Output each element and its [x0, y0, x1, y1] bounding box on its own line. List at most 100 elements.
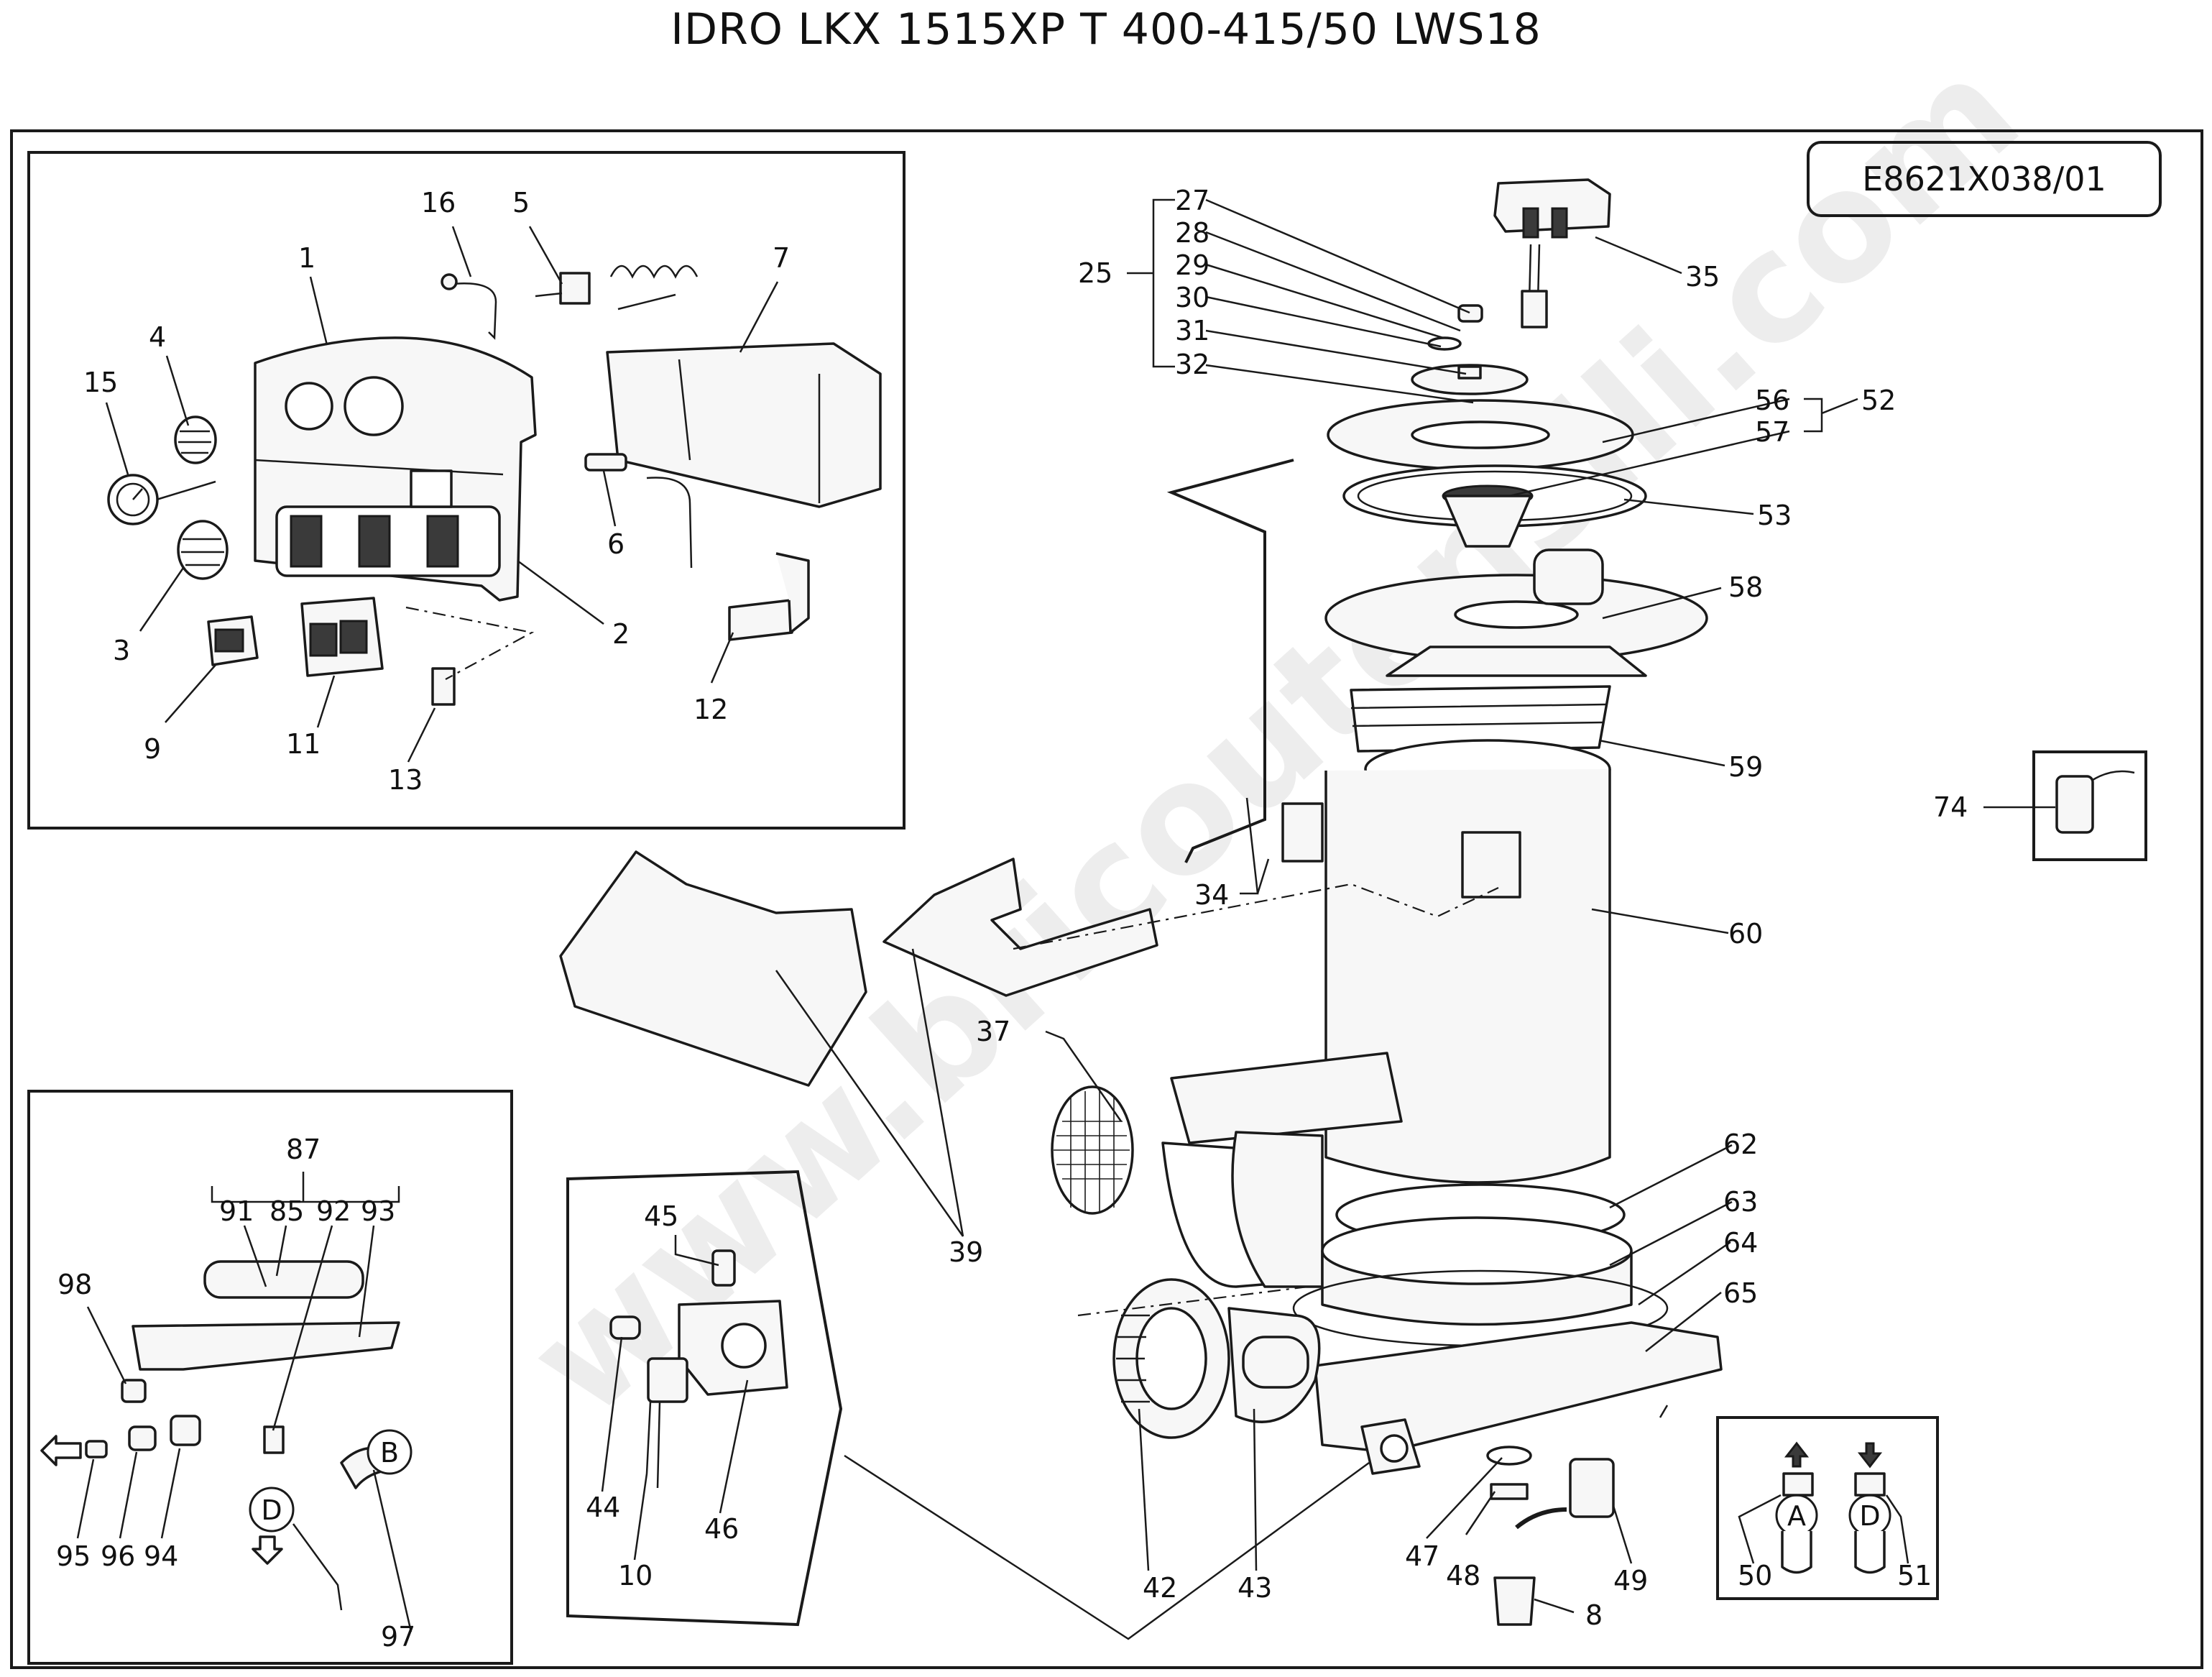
valve-inset-frame	[1716, 1416, 1939, 1600]
pump-46	[678, 1300, 788, 1396]
pressure-gauge-15	[107, 474, 216, 525]
diffuser-57	[1442, 484, 1534, 548]
thermostat-knob-3	[177, 520, 229, 580]
label-93: 93	[361, 1195, 395, 1227]
flow-arrow-down-d	[1857, 1442, 1883, 1469]
valve-91	[203, 1260, 364, 1299]
label-63: 63	[1723, 1186, 1758, 1218]
seal-47	[1486, 1446, 1532, 1466]
solenoid-coil-10	[645, 1357, 688, 1489]
switch-9	[207, 615, 259, 666]
flow-arrow-up-a	[1784, 1441, 1810, 1468]
disc-56	[1327, 399, 1634, 471]
motor-43	[1227, 1307, 1321, 1423]
washer-29-30	[1427, 336, 1462, 351]
label-91: 91	[219, 1195, 254, 1227]
label-12: 12	[693, 694, 728, 725]
label-87: 87	[286, 1134, 321, 1165]
oil-connection-inset-frame	[27, 1090, 513, 1665]
sensor-probe-16	[441, 273, 497, 340]
label-62: 62	[1723, 1129, 1758, 1160]
label-13: 13	[388, 764, 423, 796]
label-56: 56	[1755, 385, 1789, 416]
connector-6	[584, 453, 627, 472]
ref-code-box	[1807, 141, 2162, 217]
assembly-line-main	[1013, 883, 1499, 950]
label-6: 6	[607, 528, 625, 560]
flow-arrow-inlet-left	[40, 1435, 82, 1466]
label-10-pump: 10	[618, 1560, 653, 1591]
label-46: 46	[704, 1513, 739, 1545]
fitting-8	[1493, 1576, 1536, 1626]
callout-label-a: A	[1787, 1500, 1806, 1532]
label-74: 74	[1933, 791, 1968, 823]
control-panel-housing	[254, 336, 537, 602]
label-28: 28	[1175, 217, 1209, 249]
label-3: 3	[113, 635, 130, 666]
switch-11	[300, 597, 384, 677]
nut-48	[1490, 1483, 1529, 1500]
fitting-45	[711, 1249, 736, 1287]
label-11: 11	[286, 728, 321, 760]
label-59: 59	[1728, 751, 1763, 783]
label-53: 53	[1757, 500, 1792, 531]
label-2: 2	[612, 618, 630, 650]
fitting-94	[170, 1415, 201, 1446]
callout-label-b: B	[380, 1437, 399, 1469]
label-51: 51	[1897, 1560, 1932, 1591]
support-bracket-39b	[883, 858, 1158, 997]
label-43: 43	[1238, 1572, 1272, 1604]
cylinder-60	[1281, 739, 1611, 1184]
assembly-line-control	[405, 606, 535, 680]
label-65: 65	[1723, 1277, 1758, 1309]
fuse-holder-13	[431, 667, 456, 706]
part-number-labels: 1 2 3 4 5 6 7 9 11 12 13 15 16 25 27 28 …	[56, 185, 1968, 1653]
label-31: 31	[1175, 315, 1209, 346]
label-5: 5	[512, 187, 530, 219]
control-panel-inset-frame	[27, 151, 905, 830]
callout-label-d-valve: D	[1859, 1500, 1880, 1532]
support-bracket-39a	[559, 850, 867, 1087]
callout-label-d-oil: D	[261, 1494, 282, 1526]
label-29: 29	[1175, 249, 1209, 281]
pump-inset-frame	[566, 1170, 843, 1627]
label-45: 45	[644, 1200, 678, 1232]
label-98: 98	[57, 1269, 92, 1300]
callout-circle-b	[367, 1429, 413, 1475]
label-50: 50	[1738, 1560, 1772, 1591]
nozzle-fitting-27	[1457, 304, 1483, 323]
plug-inset-frame	[2032, 750, 2147, 861]
base-plate-65	[1314, 1321, 1723, 1453]
screw-95	[85, 1440, 108, 1458]
bracket-93	[132, 1321, 400, 1371]
mesh-filter-37	[1051, 1085, 1134, 1215]
bracket-12	[728, 552, 810, 641]
label-42: 42	[1143, 1572, 1177, 1604]
valve-51	[1854, 1472, 1886, 1574]
electrical-box-7	[606, 342, 882, 569]
fitting-98	[121, 1379, 147, 1403]
fan-wheel-42	[1112, 1278, 1230, 1439]
label-16: 16	[421, 187, 456, 219]
label-32: 32	[1175, 349, 1209, 380]
assembly-line-fan	[1077, 1285, 1309, 1317]
label-94: 94	[144, 1540, 178, 1572]
label-34: 34	[1194, 879, 1229, 911]
support-rod-34	[1166, 459, 1294, 863]
leader-lines	[76, 198, 2055, 1640]
label-9: 9	[144, 733, 161, 765]
label-58: 58	[1728, 571, 1763, 603]
valve-50	[1781, 1472, 1814, 1574]
label-7: 7	[773, 242, 790, 274]
ignition-transformer-35	[1493, 178, 1611, 328]
blower-housing	[1161, 1052, 1403, 1288]
label-64: 64	[1723, 1227, 1758, 1259]
label-15: 15	[83, 367, 118, 398]
label-96: 96	[101, 1540, 135, 1572]
label-30: 30	[1175, 282, 1209, 313]
label-95: 95	[56, 1540, 91, 1572]
connector-85	[263, 1425, 285, 1454]
ring-63	[1321, 1216, 1633, 1326]
callout-circle-d-oil	[249, 1487, 295, 1533]
